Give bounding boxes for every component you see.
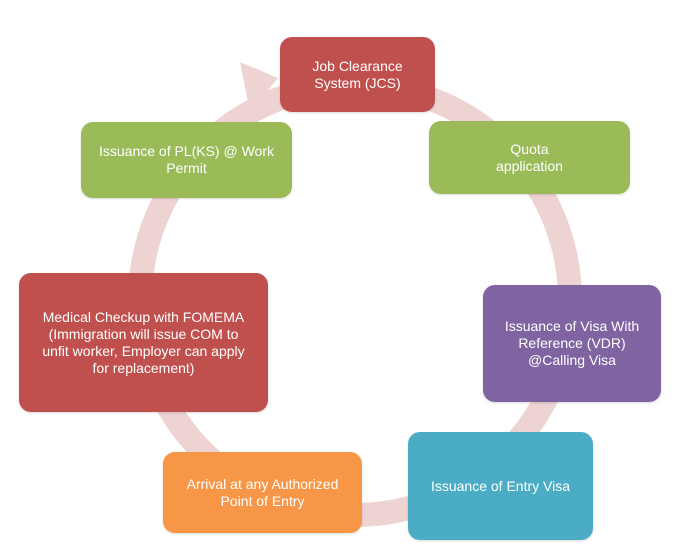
step-visa-with-reference-label: Issuance of Visa With Reference (VDR) @C… (504, 318, 640, 368)
step-job-clearance: Job Clearance System (JCS) (280, 37, 435, 112)
step-quota-application-label: Quota application (496, 140, 563, 174)
step-entry-visa: Issuance of Entry Visa (408, 432, 593, 540)
step-job-clearance-label: Job Clearance System (JCS) (312, 57, 403, 91)
step-work-permit-label: Issuance of PL(KS) @ Work Permit (98, 143, 274, 176)
step-quota-application: Quota application (429, 121, 630, 194)
step-medical-checkup: Medical Checkup with FOMEMA (Immigration… (19, 273, 268, 412)
cycle-arrowhead (240, 62, 278, 112)
step-entry-visa-label: Issuance of Entry Visa (430, 477, 571, 494)
step-visa-with-reference: Issuance of Visa With Reference (VDR) @C… (483, 285, 661, 402)
step-medical-checkup-label: Medical Checkup with FOMEMA (Immigration… (42, 308, 245, 376)
step-arrival: Arrival at any Authorized Point of Entry (163, 452, 362, 533)
step-work-permit: Issuance of PL(KS) @ Work Permit (81, 122, 292, 198)
step-arrival-label: Arrival at any Authorized Point of Entry (186, 475, 339, 509)
